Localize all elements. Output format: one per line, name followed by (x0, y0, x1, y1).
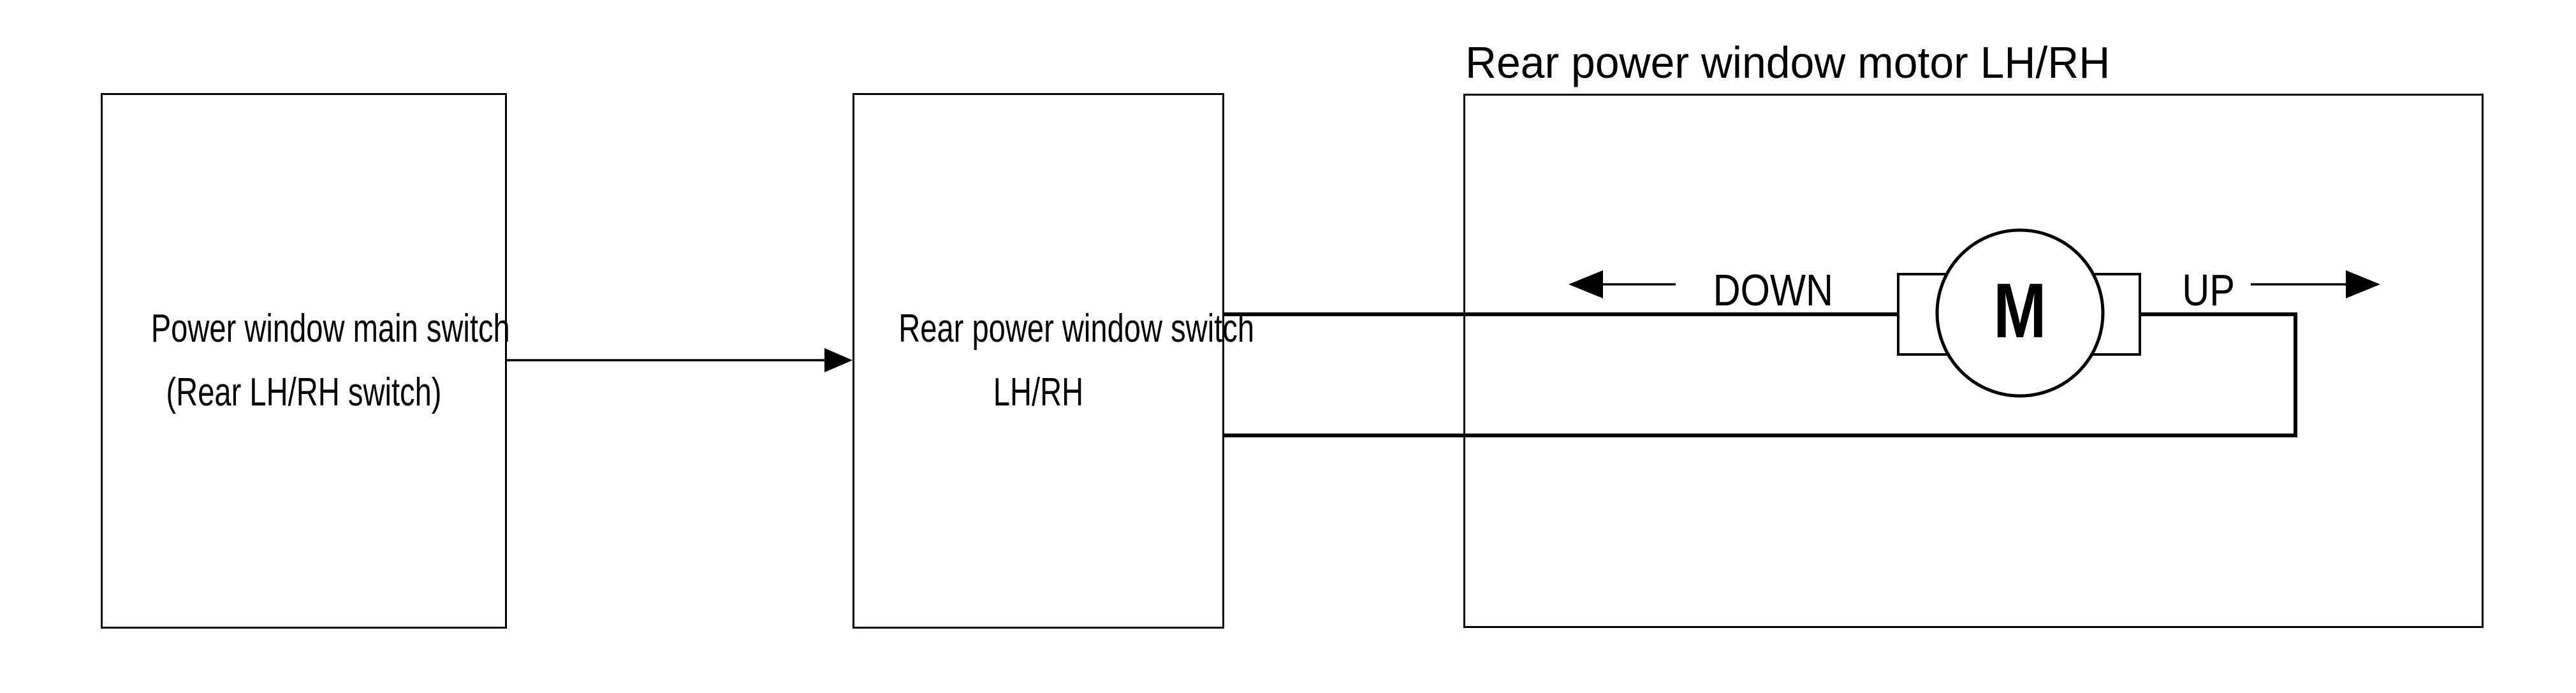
motor-box (1463, 94, 2484, 628)
main-switch-label: Power window main switch (Rear LH/RH swi… (103, 297, 510, 425)
signal-arrowhead-icon (824, 348, 853, 372)
down-label-text: DOWN (1713, 265, 1834, 315)
rear-switch-label: Rear power window switch LH/RH (854, 297, 1255, 425)
up-label: UP (2158, 268, 2260, 312)
motor-box-title: Rear power window motor LH/RH (1465, 38, 2111, 87)
rear-switch-label-line2: LH/RH (993, 370, 1084, 414)
motor-letter: M (1956, 272, 2084, 349)
rear-switch-label-line1: Rear power window switch (898, 307, 1255, 351)
main-switch-box: Power window main switch (Rear LH/RH swi… (101, 93, 510, 629)
main-switch-label-line2: (Rear LH/RH switch) (166, 370, 442, 414)
motor-letter-text: M (1993, 267, 2047, 354)
up-label-text: UP (2182, 265, 2236, 315)
down-label: DOWN (1702, 268, 1843, 312)
main-switch-label-line1: Power window main switch (150, 307, 510, 351)
rear-switch-box: Rear power window switch LH/RH (853, 93, 1255, 629)
